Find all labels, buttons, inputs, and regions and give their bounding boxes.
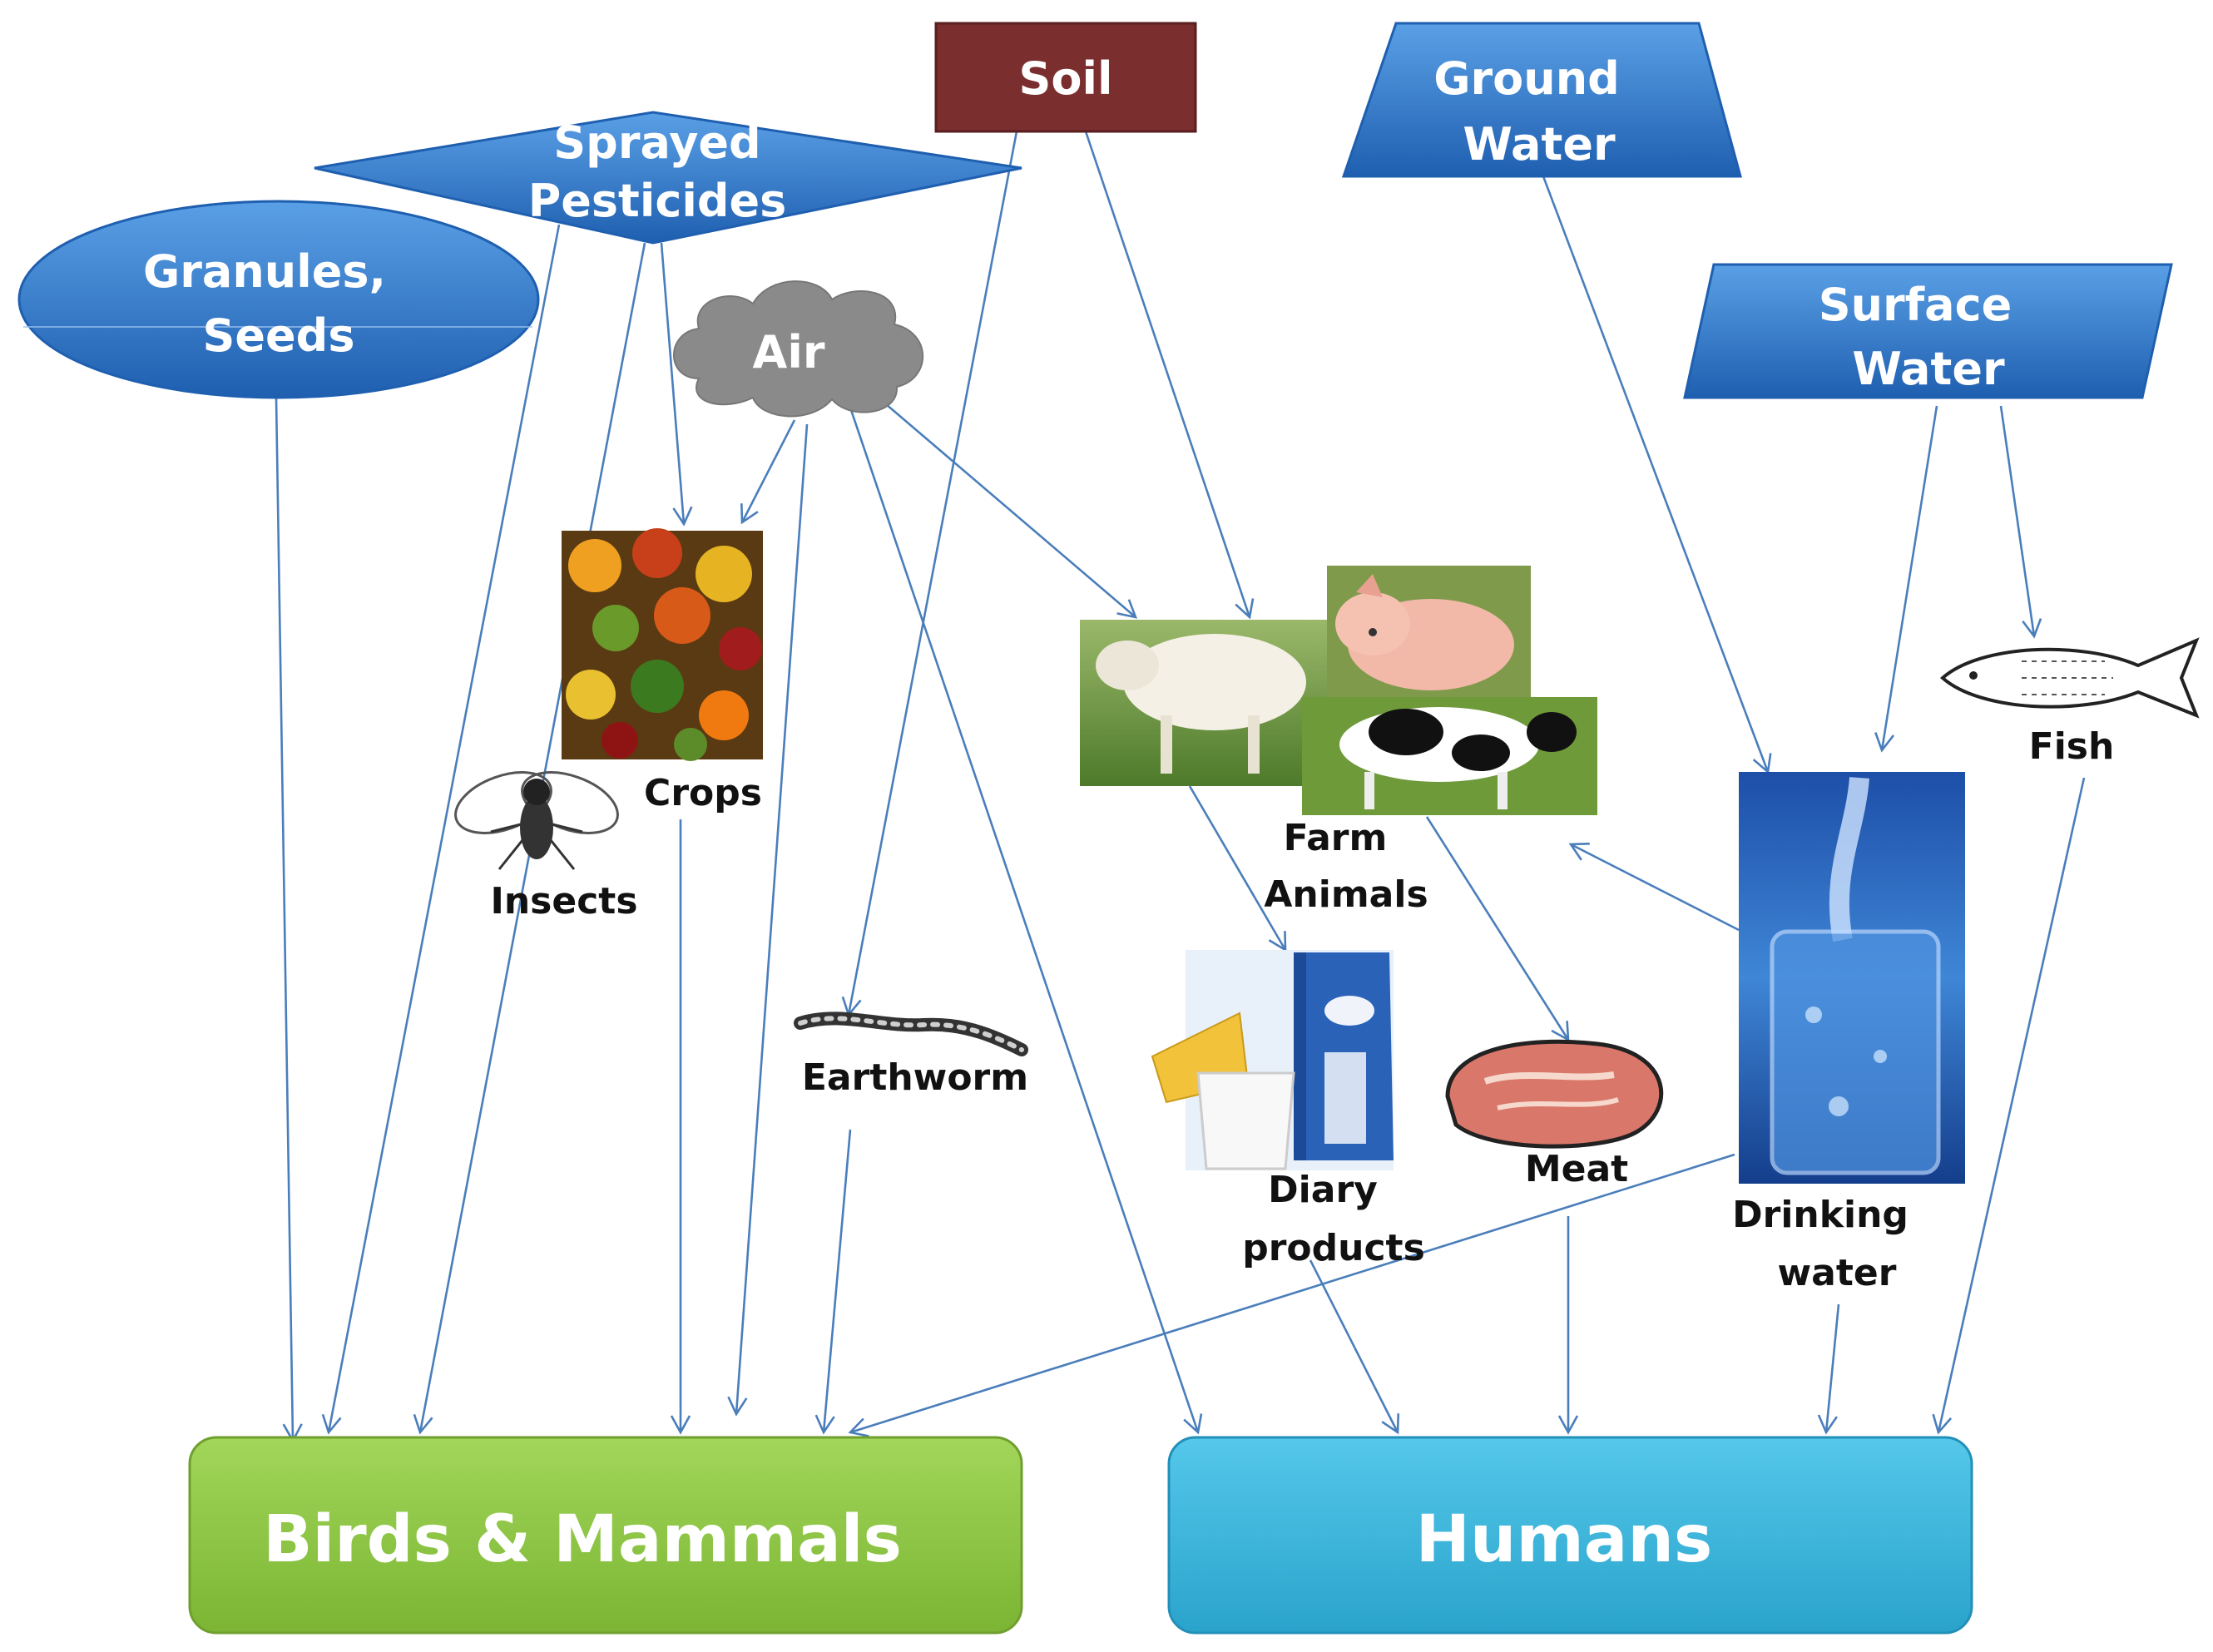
arrow-drinking-water-to-humans xyxy=(1817,1303,1840,1435)
crops-label: Crops xyxy=(644,772,762,814)
fish-label: Fish xyxy=(2029,725,2115,768)
birds-mammals-node: Birds & Mammals xyxy=(188,1436,1023,1635)
arrow-pesticides-to-crops xyxy=(660,242,693,527)
sprayed-pesticides-label-line-1: Sprayed xyxy=(553,116,760,169)
fruit-vegetables-photo xyxy=(562,528,763,761)
soil-node: Soil xyxy=(934,22,1197,133)
granules-seeds-label-line-2: Seeds xyxy=(203,309,355,362)
drinking-water-label-line-1: Drinking xyxy=(1732,1194,1909,1236)
arrow-air-to-crops xyxy=(740,419,796,525)
farm-animals-label-line-1: Farm xyxy=(1284,817,1388,859)
earthworm-icon xyxy=(794,1011,1028,1056)
pig-photo xyxy=(1327,566,1531,699)
fly-icon xyxy=(454,771,619,870)
air-label: Air xyxy=(753,326,825,378)
arrow-surface-water-to-drinking-water xyxy=(1874,405,1938,753)
arrow-air-to-humans xyxy=(849,407,1203,1435)
surface-water-node: Surface Water xyxy=(1683,263,2173,399)
arrow-fish-to-humans xyxy=(1932,777,2086,1435)
arrow-dairy-to-humans xyxy=(1309,1259,1400,1435)
arrow-farm-animals-to-meat xyxy=(1425,816,1570,1042)
meat-steak-icon xyxy=(1445,1039,1664,1149)
soil-label: Soil xyxy=(1018,52,1112,105)
arrow-pesticides-to-birds-1 xyxy=(321,224,561,1435)
water-glass-photo xyxy=(1739,772,1965,1184)
ground-water-label-line-1: Ground xyxy=(1433,52,1620,105)
sprayed-pesticides-node: Sprayed Pesticides xyxy=(314,111,1022,245)
arrow-air-to-farm-animals xyxy=(879,398,1138,619)
air-node: Air xyxy=(673,280,924,418)
surface-water-label-line-2: Water xyxy=(1852,343,2005,395)
cow-photo xyxy=(1302,697,1597,815)
fish-icon xyxy=(1939,637,2200,719)
arrow-surface-water-to-fish xyxy=(1999,405,2042,639)
insects-label: Insects xyxy=(490,880,637,922)
granules-seeds-node: Granules, Seeds xyxy=(17,200,540,399)
ground-water-label-line-2: Water xyxy=(1463,118,1616,171)
arrow-air-to-birds xyxy=(727,423,809,1417)
arrow-earthworm-to-birds xyxy=(814,1129,852,1435)
drinking-water-label-line-2: water xyxy=(1778,1252,1897,1294)
meat-label: Meat xyxy=(1525,1148,1628,1190)
arrow-granules-to-birds xyxy=(275,397,303,1443)
dairy-products-label-line-1: Diary xyxy=(1268,1169,1378,1211)
birds-mammals-label: Birds & Mammals xyxy=(263,1502,902,1577)
arrows xyxy=(275,131,2086,1443)
arrow-ground-water-to-drinking-water xyxy=(1542,176,1772,774)
dairy-products-label-line-2: products xyxy=(1242,1227,1425,1269)
arrow-drinking-water-to-farm-animals xyxy=(1568,842,1740,932)
farm-animals-label-line-2: Animals xyxy=(1264,873,1428,916)
granules-seeds-label-line-1: Granules, xyxy=(143,245,386,298)
arrow-soil-to-earthworm xyxy=(841,131,1018,1017)
sprayed-pesticides-label-line-2: Pesticides xyxy=(528,175,787,227)
ground-water-node: Ground Water xyxy=(1341,22,1742,178)
humans-node: Humans xyxy=(1167,1436,1973,1635)
arrow-drinking-water-to-birds xyxy=(848,1153,1735,1437)
arrow-farm-animals-to-dairy xyxy=(1188,785,1287,952)
surface-water-label-line-1: Surface xyxy=(1819,279,2012,331)
humans-label: Humans xyxy=(1416,1502,1713,1577)
milk-glass-icon xyxy=(1196,1071,1295,1170)
earthworm-label: Earthworm xyxy=(802,1056,1028,1099)
arrow-soil-to-farm-animals xyxy=(1084,131,1255,620)
